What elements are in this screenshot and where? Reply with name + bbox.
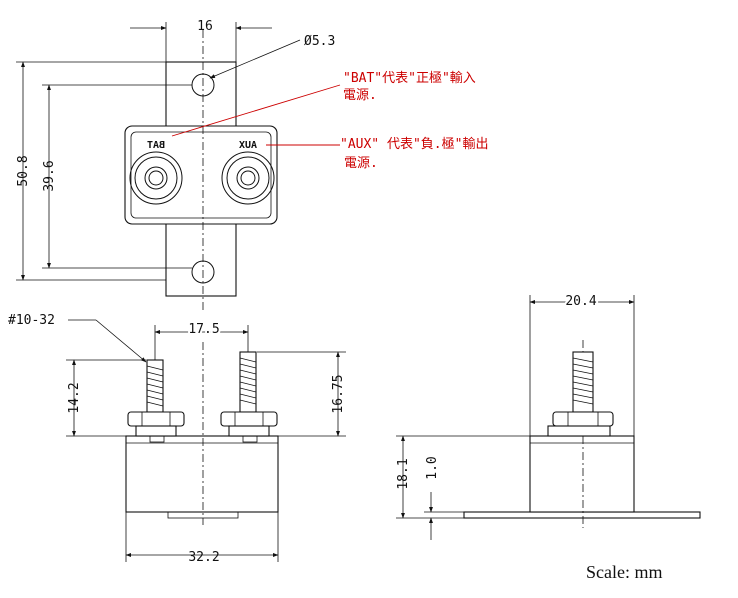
right-stud <box>220 351 278 443</box>
dim-50-8: 50.8 <box>16 155 31 186</box>
side-body <box>529 435 635 513</box>
aux-terminal <box>221 151 275 205</box>
dim-14-2: 14.2 <box>67 382 82 413</box>
hole-dia-leader <box>209 39 301 79</box>
dim-hole-diameter: Ø5.3 <box>304 34 335 49</box>
thread-leader <box>95 319 147 363</box>
bat-terminal <box>129 151 183 205</box>
dim-1-0: 1.0 <box>425 456 440 479</box>
bat-note-line1: "BAT"代表"正極"輸入 <box>343 70 476 86</box>
side-flange <box>463 511 701 519</box>
side-stud <box>547 351 614 437</box>
top-view: BAT AUX 16 Ø5.3 50.8 39.6 "BAT"代表"正極"輸入 … <box>16 19 488 310</box>
aux-terminal-label: AUX <box>239 140 257 151</box>
dim-18-1: 18.1 <box>396 458 411 489</box>
front-body <box>125 435 279 513</box>
dim-20-4: 20.4 <box>565 294 596 309</box>
dim-thread: #10-32 <box>8 313 55 328</box>
aux-note-line2: 電源. <box>344 156 378 171</box>
bat-terminal-label: BAT <box>147 140 165 151</box>
breaker-housing <box>124 125 278 225</box>
dim-16-75: 16.75 <box>331 374 346 413</box>
dim-32-2: 32.2 <box>188 550 219 565</box>
bat-note-line2: 電源. <box>343 88 377 103</box>
housing-inner-edge <box>130 131 272 219</box>
scale-note: Scale: mm <box>586 562 662 582</box>
aux-note-line1: "AUX" 代表"負.極"輸出 <box>340 136 488 152</box>
dim-39-6: 39.6 <box>42 160 57 191</box>
front-view: #10-32 17.5 14.2 16.75 32.2 <box>8 313 346 565</box>
bat-note-leader <box>171 84 341 137</box>
side-view: 20.4 18.1 1.0 <box>396 292 701 540</box>
left-stud <box>127 359 185 443</box>
dim-16: 16 <box>197 19 213 34</box>
dim-17-5: 17.5 <box>188 322 219 337</box>
